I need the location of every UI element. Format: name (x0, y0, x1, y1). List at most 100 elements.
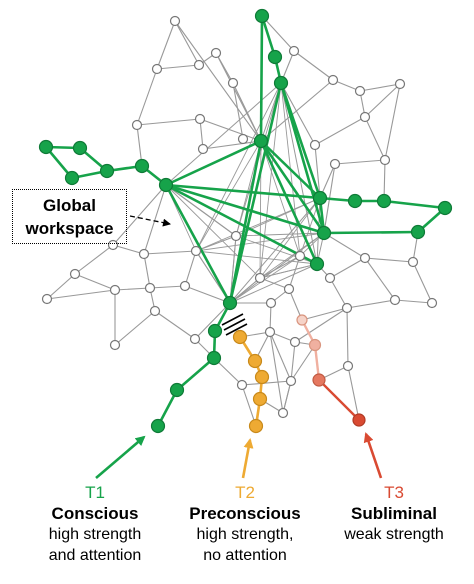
network-node (179, 280, 191, 292)
conscious-path-edge (259, 139, 326, 235)
network-edge (74, 273, 116, 291)
network-node (309, 139, 321, 151)
subliminal-node (312, 373, 326, 387)
network-node (359, 252, 371, 264)
network-edge (293, 50, 334, 81)
t3-tag: T3 (384, 483, 404, 502)
workspace-edge (195, 140, 262, 252)
network-edge (346, 299, 396, 309)
network-node (169, 15, 181, 27)
network-node (426, 297, 438, 309)
conscious-node (158, 177, 174, 193)
conscious-node (347, 193, 363, 209)
network-edge (364, 116, 386, 161)
workspace-edge (195, 197, 321, 252)
network-node (210, 47, 222, 59)
network-node (197, 143, 209, 155)
conscious-path-edge (175, 356, 216, 392)
network-node (151, 63, 163, 75)
network-node (227, 77, 239, 89)
subliminal-path-edge (317, 378, 361, 422)
network-edge (112, 244, 145, 255)
conscious-node (222, 295, 238, 311)
network-node (190, 245, 202, 257)
network-edge (290, 341, 296, 382)
network-edge (156, 64, 200, 70)
conscious-node (437, 200, 453, 216)
workspace-edge (195, 250, 318, 265)
network-node (41, 293, 53, 305)
conscious-node (99, 163, 115, 179)
network-node (294, 250, 306, 262)
conscious-node (169, 382, 185, 398)
t3-line1: weak strength (344, 526, 444, 543)
workspace-edge (235, 232, 325, 237)
network-edge (156, 20, 176, 70)
workspace-edge (229, 197, 321, 304)
conscious-node (312, 190, 328, 206)
t1-input-arrow (95, 435, 146, 479)
network-edge (280, 82, 316, 146)
t1-tag: T1 (85, 483, 105, 502)
network-node (354, 85, 366, 97)
conscious-path-edge (259, 14, 264, 143)
network-edge (394, 299, 433, 304)
network-edge (199, 118, 262, 142)
workspace-edge (165, 184, 237, 237)
network-edge (314, 116, 366, 146)
label-t3: T3 Subliminal weak strength (344, 483, 444, 545)
network-edge (184, 250, 197, 287)
network-edge (294, 307, 348, 343)
network-node (131, 119, 143, 131)
t2-line2: no attention (203, 547, 287, 564)
network-node (289, 336, 301, 348)
network-node (138, 248, 150, 260)
network-node (324, 272, 336, 284)
network-edge (290, 344, 316, 382)
network-edge (194, 302, 231, 340)
conscious-node (410, 224, 426, 240)
conscious-path-edge (260, 14, 277, 59)
network-edge (364, 83, 401, 118)
network-edge (154, 310, 196, 340)
conscious-path-edge (279, 81, 322, 200)
workspace-edge (229, 255, 301, 304)
conscious-path-edge (382, 199, 447, 210)
network-edge (259, 255, 301, 279)
conscious-path-edge (164, 183, 322, 200)
network-edge (269, 331, 284, 414)
network-node (285, 375, 297, 387)
t3-title: Subliminal (351, 504, 437, 523)
t1-line2: and attention (48, 547, 142, 564)
conscious-node (64, 170, 80, 186)
network-node (394, 78, 406, 90)
network-node (288, 45, 300, 57)
network-edge (260, 79, 334, 142)
network-edge (329, 257, 366, 279)
t3-input-arrow (363, 432, 383, 479)
conscious-node (253, 133, 269, 149)
network-edge (174, 20, 262, 142)
network-edge (288, 288, 303, 321)
conscious-node (273, 75, 289, 91)
conscious-path-edge (259, 139, 319, 266)
network-edge (46, 289, 116, 300)
network-edge (347, 365, 360, 421)
preconscious-node (247, 353, 263, 369)
network-edge (334, 159, 386, 165)
network-edge (232, 82, 244, 140)
t2-title: Preconscious (189, 504, 301, 523)
network-edge (136, 118, 201, 126)
conscious-path-edge (322, 230, 420, 235)
network-node (341, 302, 353, 314)
workspace-edge (259, 263, 318, 279)
subliminal-node-faint (308, 338, 322, 352)
network-node (389, 294, 401, 306)
network-node (359, 111, 371, 123)
attention-block-marks (221, 313, 248, 336)
network-node (379, 154, 391, 166)
subliminal-node (352, 413, 366, 427)
network-edge (301, 307, 348, 321)
global-workspace-label: Global workspace (12, 189, 127, 244)
network-node (230, 230, 242, 242)
